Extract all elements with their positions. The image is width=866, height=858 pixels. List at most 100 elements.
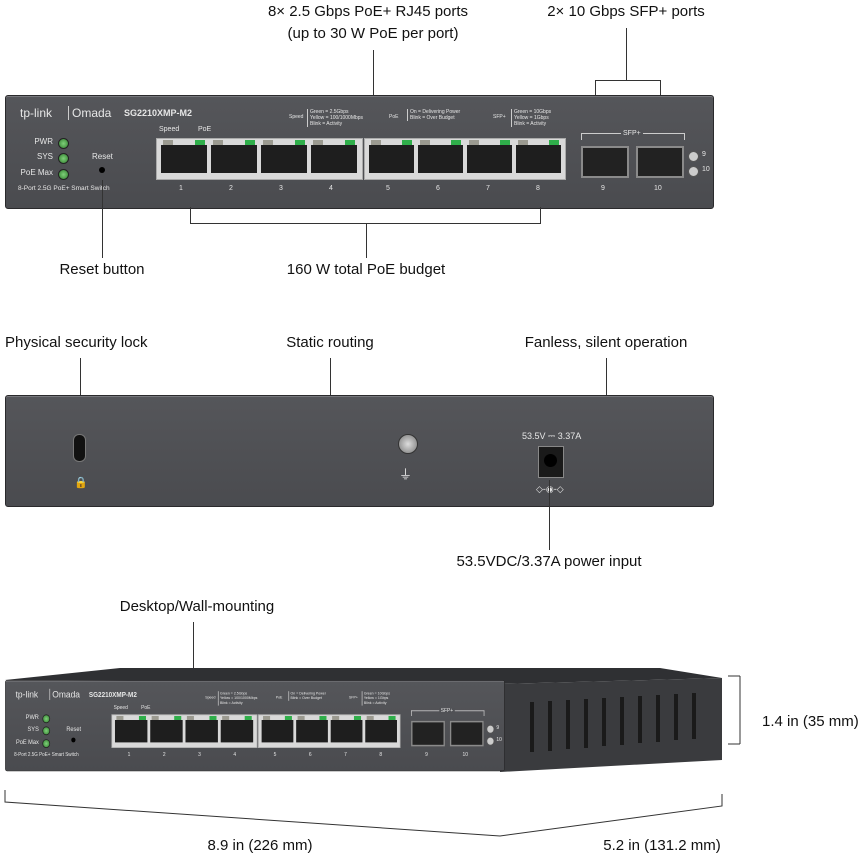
reset-label: Reset bbox=[66, 725, 82, 733]
sfp-port-10[interactable] bbox=[636, 146, 684, 178]
legend-line: Blink = Over Budget bbox=[407, 115, 455, 121]
rj45-port-4[interactable] bbox=[311, 140, 357, 173]
reset-button-callout: Reset button bbox=[59, 261, 145, 278]
rj45-port-7[interactable] bbox=[330, 716, 363, 743]
omada-logo: Omada bbox=[68, 106, 111, 120]
port-number: 5 bbox=[386, 185, 390, 192]
back-panel: 🔒 ⏚ 53.5V ⎓ 3.37A ◇-◉-◇ bbox=[5, 395, 714, 507]
legend-title: PoE bbox=[389, 114, 399, 120]
reset-label: Reset bbox=[92, 152, 113, 161]
legend-title: SFP+ bbox=[493, 114, 506, 120]
speed-led bbox=[371, 140, 381, 145]
legend-line: On = Delivering Power bbox=[288, 691, 326, 696]
rj45-port-5[interactable] bbox=[369, 140, 414, 173]
rj45-port-2[interactable] bbox=[150, 716, 183, 743]
rj45-port-1[interactable] bbox=[114, 716, 148, 743]
poe-led bbox=[345, 140, 355, 145]
legend-line: Green = 2.5Gbps bbox=[217, 691, 247, 696]
port-number: 6 bbox=[436, 185, 440, 192]
rj45-port-8[interactable] bbox=[365, 716, 397, 743]
status-led bbox=[42, 714, 51, 724]
poe-led bbox=[244, 716, 252, 720]
mounting-callout: Desktop/Wall-mounting bbox=[119, 598, 275, 615]
rj45-port-8[interactable] bbox=[516, 140, 561, 173]
power-rating: 53.5V ⎓ 3.37A bbox=[522, 431, 582, 441]
rj45-port-3[interactable] bbox=[261, 140, 307, 173]
led-label: SYS bbox=[27, 725, 39, 733]
speed-led bbox=[186, 716, 194, 720]
brand-logo: tp-link bbox=[20, 106, 53, 120]
rj45-port-1[interactable] bbox=[161, 140, 207, 173]
port-number: 10 bbox=[654, 185, 662, 192]
rj45-group bbox=[156, 138, 363, 180]
poe-led bbox=[174, 716, 182, 720]
port-number: 8 bbox=[379, 752, 383, 758]
rj45-port-2[interactable] bbox=[211, 140, 257, 173]
poe-per-port-callout: (up to 30 W PoE per port) bbox=[287, 25, 459, 42]
legend-line: On = Delivering Power bbox=[407, 109, 460, 115]
speed-led bbox=[222, 716, 230, 720]
rj45-port-5[interactable] bbox=[261, 716, 294, 743]
speed-led bbox=[313, 140, 323, 145]
legend-title: PoE bbox=[275, 695, 283, 700]
rj45-ports-callout: 8× 2.5 Gbps PoE+ RJ45 ports bbox=[267, 3, 469, 20]
power-jack[interactable] bbox=[538, 446, 564, 478]
security-lock-slot bbox=[73, 434, 86, 462]
poe-led bbox=[138, 716, 146, 720]
legend-line: Green = 10Gbps bbox=[361, 691, 390, 696]
status-led bbox=[42, 726, 51, 736]
speed-led bbox=[518, 140, 528, 145]
omada-logo: Omada bbox=[49, 688, 80, 700]
rj45-port-4[interactable] bbox=[220, 716, 254, 743]
poe-led bbox=[284, 716, 292, 720]
reset-button[interactable] bbox=[71, 737, 76, 743]
speed-led bbox=[469, 140, 479, 145]
sfp-led-label: 10 bbox=[702, 166, 710, 173]
speed-led bbox=[332, 716, 340, 720]
model-description: 8-Port 2.5G PoE+ Smart Switch bbox=[14, 752, 79, 758]
status-led bbox=[58, 169, 69, 180]
poe-led bbox=[388, 716, 396, 720]
rj45-group bbox=[258, 714, 401, 748]
port-number: 7 bbox=[344, 752, 347, 758]
sfp-ports-callout: 2× 10 Gbps SFP+ ports bbox=[547, 3, 705, 20]
ground-icon: ⏚ bbox=[399, 467, 413, 482]
speed-led bbox=[297, 716, 305, 720]
reset-button[interactable] bbox=[99, 167, 105, 173]
port-number: 4 bbox=[233, 752, 237, 758]
led-label: PoE Max bbox=[15, 738, 39, 746]
legend-line: Green = 2.5Gbps bbox=[307, 109, 349, 115]
sfp-led-label: 10 bbox=[496, 736, 502, 743]
poe-led bbox=[451, 140, 461, 145]
poe-led-label: PoE bbox=[198, 126, 212, 133]
sfp-port-10[interactable] bbox=[449, 720, 484, 747]
security-lock-callout: Physical security lock bbox=[5, 334, 148, 351]
led-label: PoE Max bbox=[20, 168, 53, 177]
port-number: 1 bbox=[127, 752, 131, 758]
static-routing-callout: Static routing bbox=[286, 334, 374, 351]
rj45-port-6[interactable] bbox=[296, 716, 328, 743]
depth-dimension: 5.2 in (131.2 mm) bbox=[603, 837, 721, 854]
brand-logo: tp-link bbox=[15, 688, 39, 700]
port-number: 2 bbox=[162, 752, 166, 758]
rj45-group bbox=[364, 138, 566, 180]
power-input-callout: 53.5VDC/3.37A power input bbox=[456, 553, 642, 570]
sfp-led bbox=[486, 736, 495, 746]
fanless-callout: Fanless, silent operation bbox=[524, 334, 688, 351]
sfp-port-9[interactable] bbox=[581, 146, 629, 178]
rj45-port-3[interactable] bbox=[185, 716, 218, 743]
rj45-port-6[interactable] bbox=[418, 140, 463, 173]
poe-led bbox=[319, 716, 327, 720]
poe-led-label: PoE bbox=[141, 704, 151, 711]
legend-line: Blink = Over Budget bbox=[288, 696, 322, 701]
status-led bbox=[42, 739, 51, 748]
legend-title: Speed bbox=[205, 695, 216, 700]
port-number: 1 bbox=[179, 185, 183, 192]
port-number: 4 bbox=[329, 185, 333, 192]
sfp-port-9[interactable] bbox=[411, 720, 445, 747]
ground-screw bbox=[398, 434, 418, 454]
rj45-port-7[interactable] bbox=[467, 140, 512, 173]
speed-led bbox=[366, 716, 374, 720]
poe-led bbox=[353, 716, 362, 720]
